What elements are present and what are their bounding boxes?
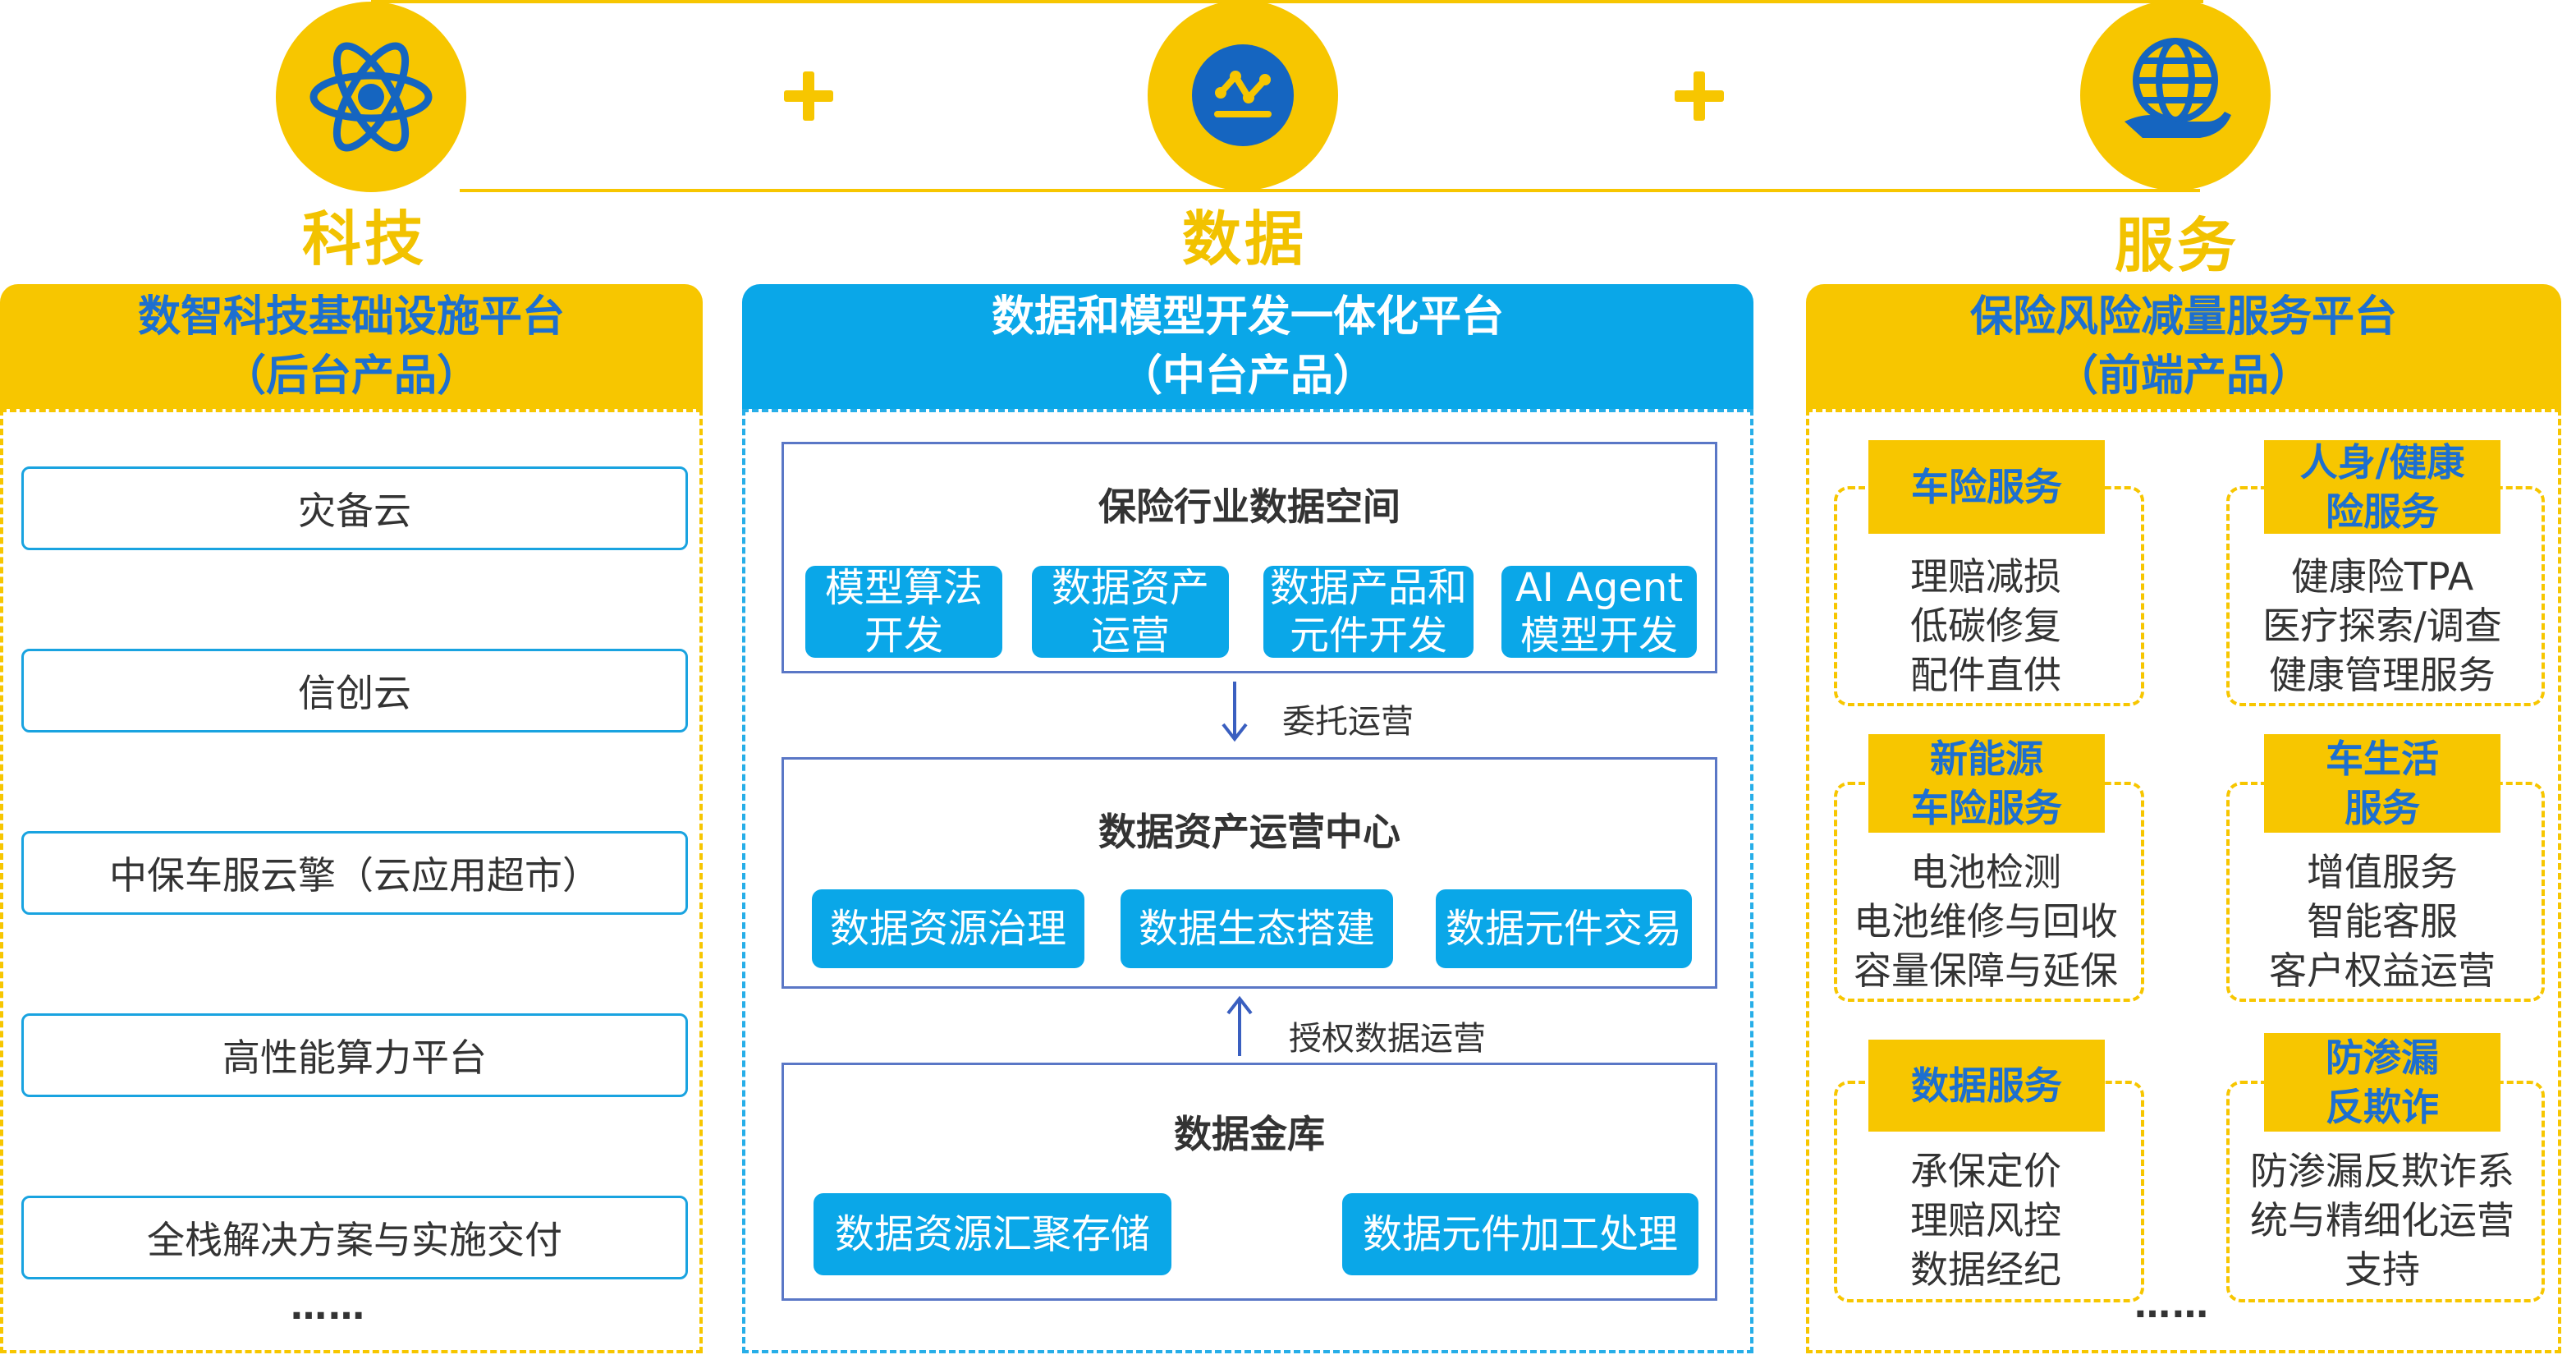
top-connector-line-lower: [460, 189, 2200, 192]
service-tag: 新能源 车险服务: [1868, 734, 2105, 833]
service-tag: 车险服务: [1868, 440, 2105, 534]
service-lines: 电池检测 电池维修与回收 容量保障与延保: [1854, 850, 2118, 993]
tech-label: 科技: [302, 204, 428, 273]
globe-hand-icon: [2125, 38, 2231, 138]
authorized-ops-label: 授权数据运营: [1289, 1020, 1486, 1058]
service-tag: 防渗漏 反欺诈: [2264, 1033, 2500, 1132]
service-lines: 防渗漏反欺诈系 统与精细化运营 支持: [2250, 1149, 2514, 1292]
data-product-dev-button: 数据产品和元件开发: [1263, 565, 1474, 659]
data-graph-icon: [1192, 44, 1294, 146]
list-item: 全栈解决方案与实施交付: [21, 1196, 688, 1279]
more-ellipsis-right: ……: [2134, 1284, 2210, 1326]
service-tag: 数据服务: [1868, 1040, 2105, 1132]
atom-icon: [309, 42, 433, 152]
service-tag: 人身/健康 险服务: [2264, 440, 2500, 534]
entrusted-ops-label: 委托运营: [1282, 703, 1414, 741]
data-governance-button: 数据资源治理: [812, 889, 1084, 968]
service-lines: 健康险TPA 医疗探索/调查 健康管理服务: [2262, 554, 2502, 697]
middle-column-panel: [742, 409, 1753, 1353]
service-tag: 车生活 服务: [2264, 734, 2500, 833]
asset-center-title: 数据资产运营中心: [1098, 810, 1400, 854]
data-asset-ops-button: 数据资产运营: [1032, 565, 1229, 659]
data-element-processing-button: 数据元件加工处理: [1342, 1193, 1698, 1275]
middle-column-title: 数据和模型开发一体化平台: [991, 292, 1504, 342]
left-column-header: 数智科技基础设施平台 （后台产品）: [0, 284, 703, 409]
data-label: 数据: [1182, 204, 1308, 273]
service-lines: 承保定价 理赔风控 数据经纪: [1910, 1149, 2061, 1292]
down-arrow-icon: [1222, 682, 1248, 742]
list-item: 灾备云: [21, 466, 688, 550]
middle-column-subtitle: （中台产品）: [1119, 351, 1376, 401]
left-column-title: 数智科技基础设施平台: [137, 292, 565, 342]
top-connector-line: [371, 0, 2203, 3]
service-lines: 理赔减损 低碳修复 配件直供: [1910, 554, 2061, 697]
data-space-title: 保险行业数据空间: [1098, 485, 1400, 529]
data-vault-frame: 数据金库 数据资源汇聚存储 数据元件加工处理: [782, 1063, 1717, 1301]
middle-column-header: 数据和模型开发一体化平台 （中台产品）: [742, 284, 1753, 409]
list-item: 高性能算力平台: [21, 1013, 688, 1097]
asset-center-frame: 数据资产运营中心 数据资源治理 数据生态搭建 数据元件交易: [782, 757, 1717, 989]
right-column-title: 保险风险减量服务平台: [1969, 292, 2397, 342]
model-algorithm-button: 模型算法开发: [805, 565, 1002, 659]
plus-icon: [784, 71, 833, 121]
left-column-panel: 灾备云 信创云 中保车服云擎（云应用超市） 高性能算力平台 全栈解决方案与实施交…: [0, 409, 703, 1353]
tech-circle: [276, 2, 466, 192]
data-element-trade-button: 数据元件交易: [1436, 889, 1692, 968]
service-lines: 增值服务 智能客服 客户权益运营: [2269, 850, 2496, 993]
service-circle: [2080, 0, 2271, 191]
data-vault-title: 数据金库: [1174, 1112, 1325, 1156]
data-space-frame: 保险行业数据空间 模型算法开发 数据资产运营 数据产品和元件开发 AI Agen…: [782, 442, 1717, 673]
data-circle: [1148, 0, 1338, 191]
plus-icon-2: [1675, 71, 1724, 121]
right-column-panel: [1806, 409, 2561, 1353]
data-storage-button: 数据资源汇聚存储: [814, 1193, 1171, 1275]
right-column-header: 保险风险减量服务平台 （前端产品）: [1806, 284, 2561, 409]
list-item: 信创云: [21, 649, 688, 733]
more-ellipsis: ……: [291, 1286, 366, 1328]
list-item: 中保车服云擎（云应用超市）: [21, 831, 688, 915]
left-column-subtitle: （后台产品）: [222, 351, 479, 401]
service-label: 服务: [2115, 211, 2240, 280]
data-ecosystem-button: 数据生态搭建: [1121, 889, 1393, 968]
up-arrow-icon: [1226, 995, 1253, 1056]
right-column-subtitle: （前端产品）: [2055, 351, 2312, 401]
